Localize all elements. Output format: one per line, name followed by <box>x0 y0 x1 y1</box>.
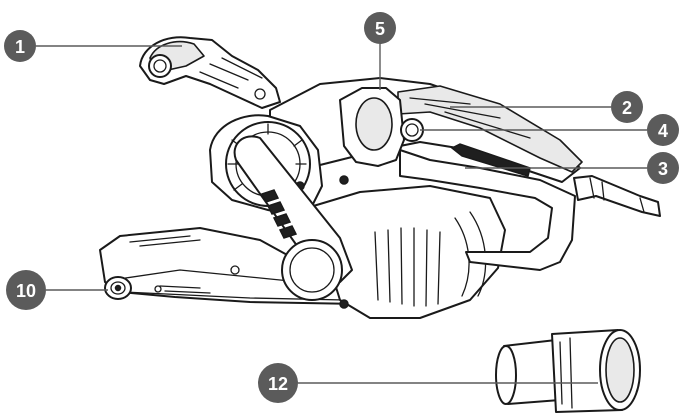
adapter-shading <box>559 337 573 409</box>
belt-sander-illustration <box>99 36 661 319</box>
callout-number: 10 <box>16 281 36 301</box>
motor-vent-fins <box>374 227 441 307</box>
cover-screw <box>339 175 349 185</box>
callout-badge <box>364 12 396 44</box>
callout-12: 12 <box>258 363 298 403</box>
callout-badge <box>258 363 298 403</box>
callout-number: 2 <box>622 98 632 118</box>
front-handle-arm <box>199 57 263 89</box>
callout-2: 2 <box>611 91 643 123</box>
callout-number: 5 <box>375 19 385 39</box>
dust-adapter-illustration <box>495 329 641 413</box>
callout-badge <box>611 91 643 123</box>
callout-3: 3 <box>647 152 679 184</box>
base-screw <box>230 265 240 275</box>
motor-housing <box>299 185 506 319</box>
callout-4: 4 <box>647 114 679 146</box>
callout-10: 10 <box>6 270 46 310</box>
power-cord-sleeve <box>573 175 661 217</box>
callout-badge <box>4 30 36 62</box>
pulley-ring-ticks <box>227 123 307 191</box>
rear-handle-texture <box>409 97 531 139</box>
front-handle-bore <box>148 54 172 78</box>
front-pulley-hub-ring <box>289 247 335 293</box>
power-cord-rings <box>589 177 645 213</box>
base-screw <box>154 285 162 293</box>
tension-lever-ribs <box>260 189 298 239</box>
leader-lines <box>36 44 647 384</box>
callout-badge <box>647 152 679 184</box>
callout-number: 4 <box>658 121 668 141</box>
callout-number: 12 <box>268 374 288 394</box>
callout-5: 5 <box>364 12 396 44</box>
adapter-small-end <box>495 345 517 405</box>
callout-badge <box>647 114 679 146</box>
front-roller <box>104 276 132 300</box>
front-pulley-hub <box>281 239 343 301</box>
dust-outlet-mouth <box>355 97 393 151</box>
callout-number: 1 <box>15 37 25 57</box>
adapter-large-bore <box>605 337 635 403</box>
front-handle-screw <box>254 88 266 100</box>
hub-screw <box>339 299 349 309</box>
callout-number: 3 <box>658 159 668 179</box>
base-ribs <box>129 235 211 294</box>
lock-button <box>400 118 424 142</box>
handle-loop <box>399 149 576 271</box>
front-handle-bore-inner <box>153 59 167 73</box>
callout-badge <box>6 270 46 310</box>
callout-1: 1 <box>4 30 36 62</box>
